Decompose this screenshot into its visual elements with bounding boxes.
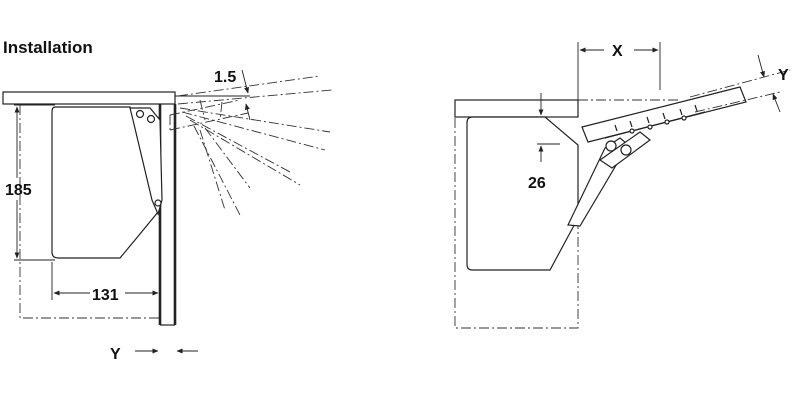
cabinet-right-panel: [158, 104, 177, 325]
pivot-right-b: [620, 144, 632, 156]
left-cabinet-view: 1.5 185 131 Y: [2, 69, 333, 363]
lift-mechanism-body-right: [466, 116, 579, 271]
cabinet-top-panel-right: [454, 99, 579, 118]
right-cabinet-view: X Y 26: [454, 42, 791, 329]
dim-height-label: 185: [5, 182, 32, 199]
cabinet-outline-right: [454, 118, 579, 329]
lift-mechanism-arm: [129, 107, 163, 216]
pivot-right-a: [605, 140, 617, 152]
pivot-left-c: [154, 199, 162, 207]
cabinet-outline-left: [19, 105, 160, 319]
dim-26-label: 26: [528, 175, 546, 192]
lid-swing-lines: [169, 75, 333, 216]
dim-x-label: X: [612, 43, 623, 60]
dim-y-label: Y: [778, 67, 789, 84]
cabinet-top-panel: [2, 91, 176, 105]
lid-hinge-plate: [604, 104, 706, 139]
pivot-left-a: [135, 109, 145, 119]
dim-offset-label: 1.5: [214, 69, 236, 86]
dim-width-label: 131: [92, 287, 119, 304]
diagram-title: Installation: [3, 38, 93, 57]
dim-thickness-label: Y: [110, 346, 121, 363]
lift-mechanism-body: [51, 106, 159, 259]
pivot-left-b: [146, 114, 156, 124]
